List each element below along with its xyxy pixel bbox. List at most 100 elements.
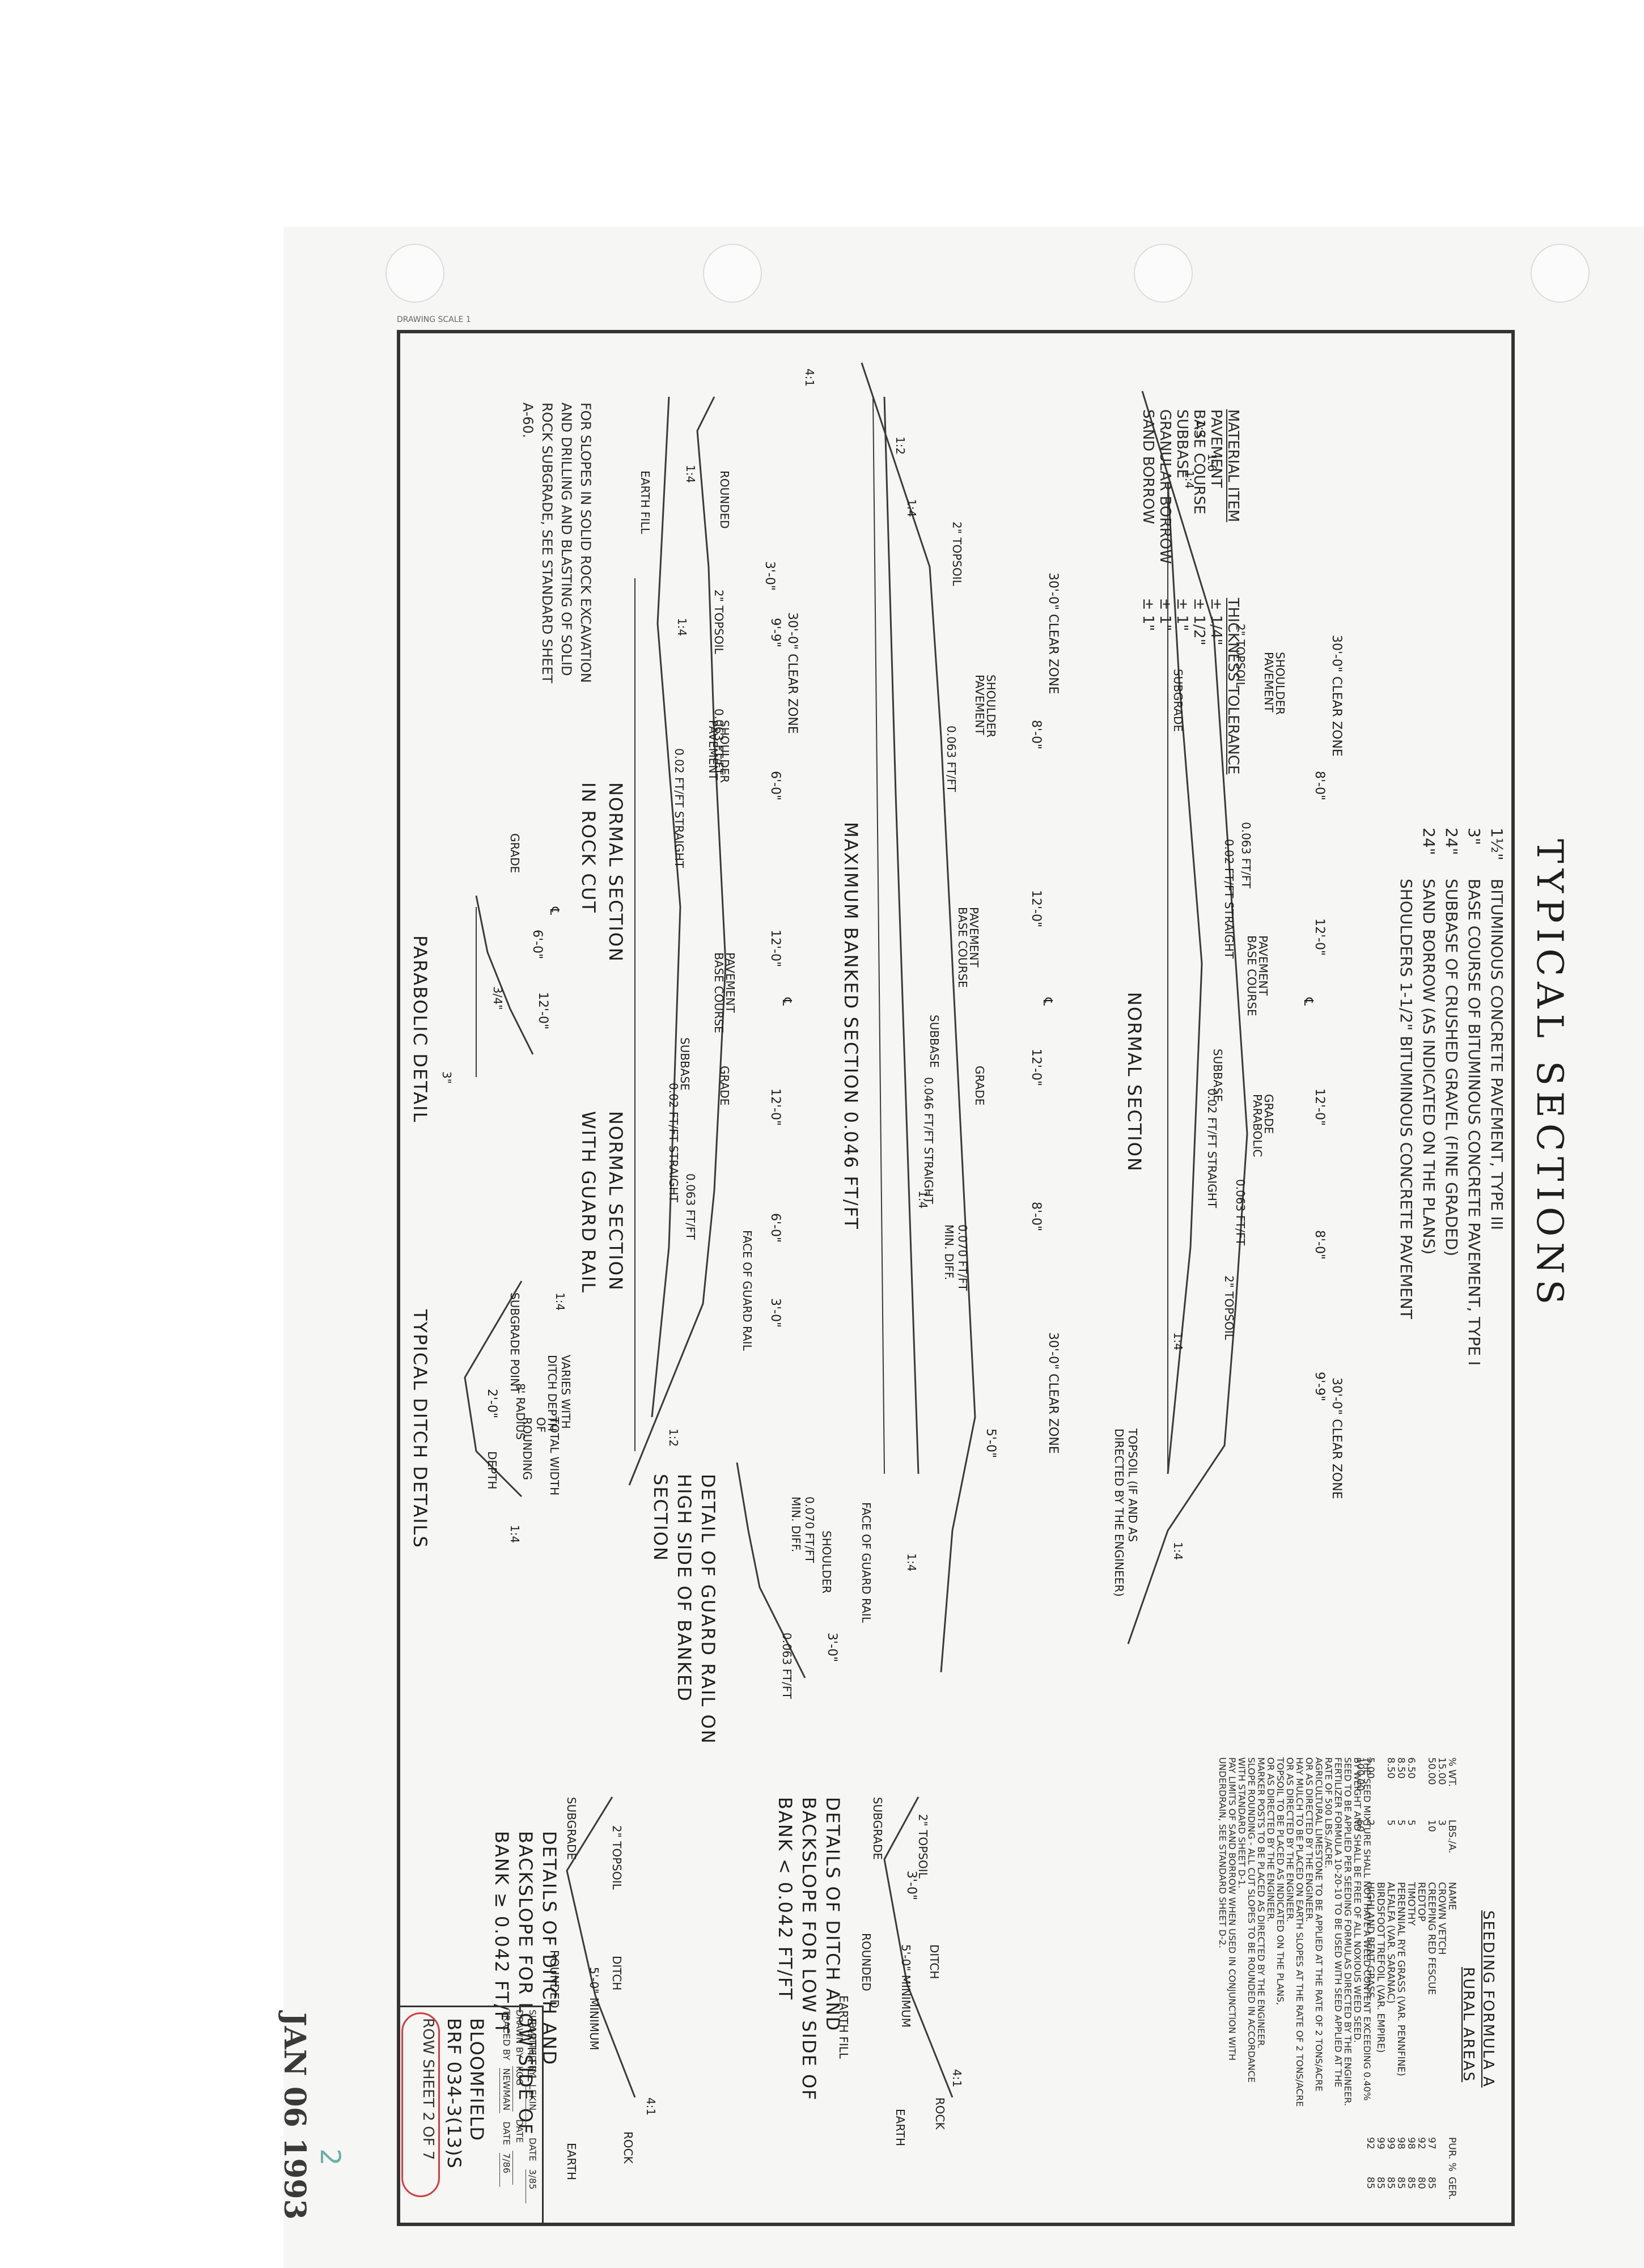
title-block	[400, 2006, 544, 2224]
subgrade-label: SUBGRADE	[565, 1797, 578, 1860]
subgrade-label: SUBGRADE	[1171, 669, 1185, 732]
banked-section-title: MAXIMUM BANKED SECTION 0.046 FT/FT	[840, 822, 862, 1230]
rounded-label: ROUNDED	[859, 1933, 873, 1991]
rock-label: ROCK	[621, 2131, 635, 2164]
seeding-notes: THE SEED MIXTURE SHALL NOT HAVE A WEED C…	[1217, 1757, 1372, 2107]
pavement-description: 1½"BITUMINOUS CONCRETE PAVEMENT, TYPE II…	[1397, 828, 1506, 1366]
material-row: PAVEMENT	[1207, 409, 1224, 488]
centerline-symbol: ℄	[1040, 998, 1054, 1006]
dim-lane: 12'-0"	[1312, 918, 1327, 956]
dim-9-9: 9'-9"	[768, 618, 782, 648]
ditch-minimum-label: 5'-0" MINIMUM	[587, 1967, 601, 2050]
drawing-border	[397, 330, 1515, 2226]
lane-slope-label: 0.02 FT/FT STRAIGHT	[672, 748, 686, 868]
seeding-header: PUR. %	[1446, 2137, 1457, 2172]
dim-lane: 12'-0"	[768, 1088, 782, 1126]
dim-lane: 12'-0"	[1029, 1049, 1043, 1087]
banked-section-profile	[861, 362, 976, 1673]
seeding-header: GER.	[1446, 2177, 1457, 2200]
material-row: GRANULAR BORROW	[1156, 409, 1173, 564]
base-course-label: BASE COURSE	[956, 907, 969, 988]
ditch-backslope-a	[883, 1796, 954, 2098]
dim-6: 6'-0"	[768, 771, 782, 801]
material-row: SAND BORROW	[1139, 409, 1156, 524]
drawing-scale-note: DRAWING SCALE 1	[397, 315, 471, 324]
dim-6: 6'-0"	[768, 1213, 782, 1243]
guard-rail-section-title: NORMAL SECTION WITH GUARD RAIL	[578, 1111, 626, 1294]
seeding-header: % WT.	[1446, 1757, 1457, 1787]
slope-1-2-label: 1:2	[893, 436, 907, 455]
face-of-guard-rail-label: FACE OF GUARD RAIL	[740, 1230, 754, 1351]
subgrade-point-label: SUBGRADE POINT	[508, 1292, 522, 1394]
guard-rail-detail-profile	[736, 1462, 806, 1678]
dim-lane: 12'-0"	[768, 930, 782, 968]
depth-label: DEPTH	[485, 1451, 499, 1490]
seeding-header: NAME	[1446, 1882, 1457, 1910]
ditch-label: DITCH	[610, 1956, 624, 1991]
pavement-label: PAVEMENT	[973, 675, 986, 735]
slope-1-4-label: 1:4	[684, 465, 697, 484]
slope-1-2-label: 1:2	[667, 1428, 680, 1447]
handwritten-page-number: 2	[314, 2148, 346, 2166]
shoulder-slope-label: 0.063 FT/FT	[780, 1633, 794, 1699]
banked-section-subgrade	[883, 396, 920, 1474]
min-diff-label: 0.070 FT/FT MIN. DIFF.	[789, 1497, 816, 1563]
pavement-label: PAVEMENT	[1262, 652, 1276, 713]
face-of-guard-rail-label: FACE OF GUARD RAIL	[859, 1502, 873, 1623]
punch-hole	[1531, 244, 1590, 303]
shoulder-slope-label: 0.063 FT/FT	[684, 1173, 697, 1240]
banked-slope-label: 0.046 FT/FT STRAIGHT	[922, 1077, 935, 1204]
tolerance-value: ± 1/4"	[1207, 597, 1224, 646]
dim-3: 3'-0"	[825, 1633, 839, 1663]
clear-zone-label: 30'-0" CLEAR ZONE	[1329, 635, 1344, 757]
earth-fill-label: EARTH FILL	[638, 470, 652, 535]
slope-1-6-label: 1:6	[1205, 453, 1219, 472]
earth-label: EARTH	[893, 2109, 907, 2147]
grade-label: GRADE	[508, 833, 522, 874]
project-number: BRF 034-3(13)S	[443, 2018, 465, 2169]
sheet-title: TYPICAL SECTIONS	[1528, 839, 1570, 1311]
base-course-label: BASE COURSE	[1245, 935, 1259, 1016]
ditch-backslope-b	[566, 1796, 636, 2098]
clear-zone-label: 30'-0" CLEAR ZONE	[1046, 573, 1060, 694]
normal-section-subgrade	[1167, 481, 1203, 1474]
dim-lane: 12'-0"	[1029, 890, 1043, 928]
slope-1-4-label: 1:4	[905, 1553, 918, 1572]
slope-4-1-label: 4:1	[950, 2069, 964, 2088]
slope-1-4-label: 1:4	[508, 1525, 522, 1544]
received-date-stamp: JAN 06 1993	[277, 2012, 312, 2220]
rounded-label: ROUNDED	[718, 470, 731, 529]
centerline-symbol: ℄	[1301, 998, 1315, 1006]
rock-cut-subgrade	[651, 396, 681, 1418]
dim-5: 5'-0"	[984, 1428, 998, 1459]
typical-ditch-profile	[464, 1281, 523, 1498]
normal-section-title: NORMAL SECTION	[1124, 992, 1145, 1172]
lane-slope-label: 0.02 FT/FT STRAIGHT	[1222, 839, 1236, 959]
material-table-header-item: MATERIAL ITEM	[1224, 409, 1242, 523]
slope-4-1-label: 4:1	[644, 2097, 658, 2116]
topsoil-note: TOPSOIL (IF AND AS DIRECTED BY THE ENGIN…	[1112, 1428, 1139, 1597]
shoulder-slope-label: 0.063 FT/FT	[712, 709, 726, 775]
parabolic-detail-title: PARABOLIC DETAIL	[409, 935, 431, 1124]
dim-3: 3'-0"	[768, 1298, 782, 1328]
parabolic-3-4-label: 3/4"	[491, 986, 505, 1010]
shoulder-slope-label: 0.063 FT/FT	[944, 726, 958, 792]
dim-shoulder: 8'-0"	[1312, 1230, 1327, 1260]
subgrade-label: SUBGRADE	[871, 1797, 884, 1860]
parabolic-detail-curve	[475, 895, 534, 1055]
punch-hole	[1134, 244, 1193, 303]
ditch-minimum-label: 5'-0" MINIMUM	[899, 1944, 913, 2028]
normal-section-profile	[1127, 391, 1248, 1644]
slope-1-4-label: 1:4	[1171, 1542, 1185, 1561]
rock-excavation-note: FOR SLOPES IN SOLID ROCK EXCAVATION AND …	[520, 402, 594, 684]
material-thickness-table: MATERIAL ITEM PAVEMENT BASE COURSE SUBBA…	[1139, 409, 1242, 774]
red-circle-mark	[401, 2012, 440, 2197]
seeding-subtitle: RURAL AREAS	[1460, 1967, 1477, 2083]
